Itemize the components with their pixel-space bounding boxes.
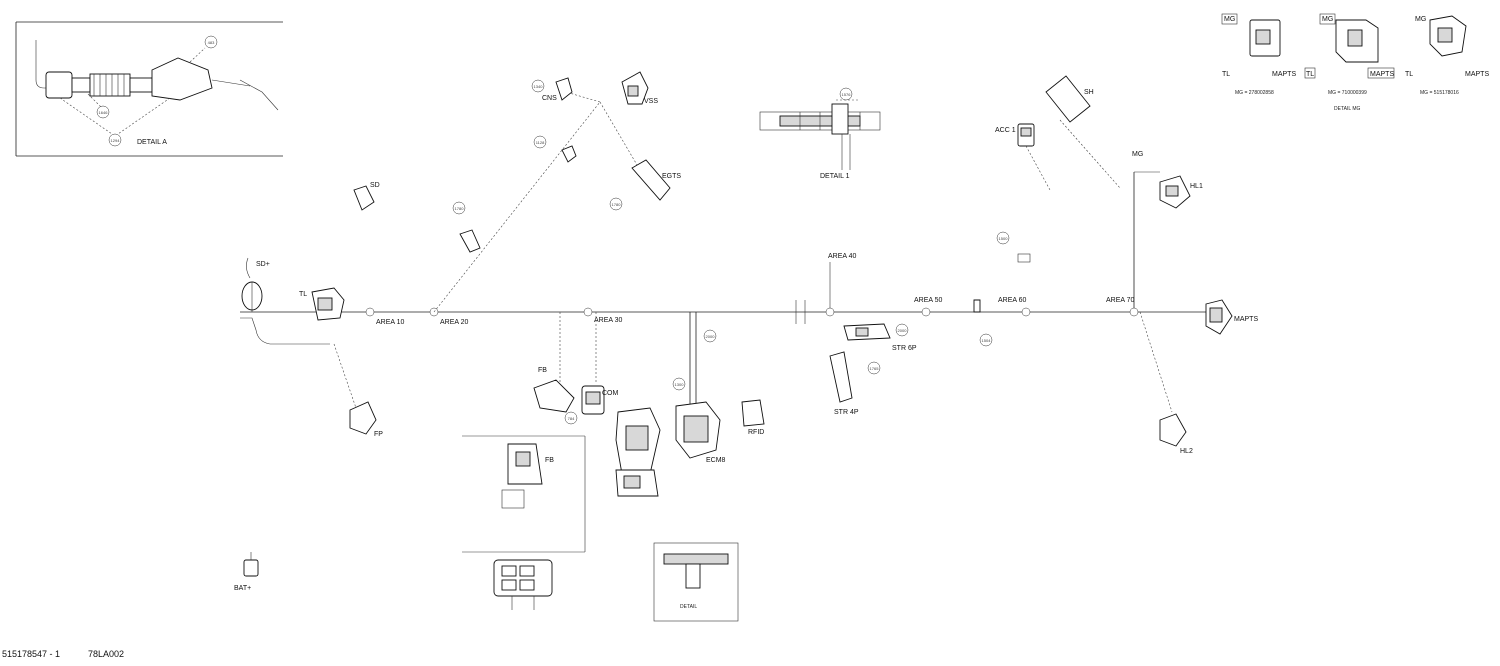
ref-1500: 1500 bbox=[999, 236, 1009, 241]
detail-mg-panel3-top: MG bbox=[1415, 16, 1426, 23]
detail-mg-panel2-top: MG bbox=[1322, 16, 1333, 23]
area-60-label: AREA 60 bbox=[998, 297, 1027, 304]
ref-483: 483 bbox=[208, 40, 215, 45]
connector-sh: SH bbox=[1045, 75, 1121, 189]
area-50-label: AREA 50 bbox=[914, 297, 943, 304]
hl2-label: HL2 bbox=[1180, 448, 1193, 455]
area-70-label: AREA 70 bbox=[1106, 297, 1135, 304]
fp-label: FP bbox=[374, 431, 383, 438]
ref-1504: 1504 bbox=[982, 338, 992, 343]
cns-label: CNS bbox=[542, 95, 557, 102]
inset-fb: FB bbox=[462, 435, 586, 553]
connector-vss: VSS bbox=[621, 71, 658, 105]
connector-sd: SD bbox=[353, 182, 380, 211]
ref-1780b: 1780 bbox=[455, 206, 465, 211]
area-10-label: AREA 10 bbox=[376, 319, 405, 326]
connector-ecm8: 1300 ECM8 bbox=[615, 377, 726, 497]
ref-1780b-group: 1780 bbox=[452, 201, 481, 253]
connector-tl: TL bbox=[299, 287, 345, 321]
connector-str6p: STR 6P 1765 2000 bbox=[843, 323, 917, 375]
connector-com: COM bbox=[581, 312, 619, 415]
ref-1128-group: 1128 bbox=[533, 135, 577, 163]
ref-2000b: 2000 bbox=[898, 328, 908, 333]
detail-mg-caption: DETAIL MG bbox=[1334, 106, 1361, 112]
connector-face bbox=[493, 559, 553, 610]
ecm8-label: ECM8 bbox=[706, 457, 726, 464]
hl1-label: HL1 bbox=[1190, 183, 1203, 190]
rfid-label: RFID bbox=[748, 429, 764, 436]
ref-1294: 1294 bbox=[111, 138, 121, 143]
detail-1: 1576 DETAIL 1 bbox=[759, 87, 881, 180]
str6p-label: STR 6P bbox=[892, 345, 917, 352]
ref-1300: 1300 bbox=[675, 382, 685, 387]
ref-2000: 2000 bbox=[706, 334, 716, 339]
detail-a: 483 1646 1294 DETAIL A bbox=[15, 21, 283, 157]
connector-hl2: HL2 bbox=[1139, 311, 1193, 455]
connector-sd-plus: SD+ bbox=[241, 257, 270, 312]
mg-label: MG bbox=[1132, 151, 1143, 158]
detail-mg-panel2-part: MG = 710000399 bbox=[1328, 90, 1367, 96]
connector-acc1: ACC 1 bbox=[995, 123, 1051, 191]
drawing-code: 78LA002 bbox=[88, 649, 125, 659]
fb-inset-label: FB bbox=[545, 457, 554, 464]
detail-mg-panel2-right: MAPTS bbox=[1370, 71, 1394, 78]
detail-small: DETAIL bbox=[653, 542, 739, 622]
connector-fp: FP bbox=[333, 343, 383, 438]
detail-mg-panel2-left: TL bbox=[1306, 71, 1314, 78]
detail-mg-panel3-part: MG = 515178016 bbox=[1420, 90, 1459, 96]
ref-2000-group: 2000 bbox=[703, 329, 717, 343]
vss-label: VSS bbox=[644, 98, 658, 105]
ref-1765: 1765 bbox=[870, 366, 880, 371]
fb-label: FB bbox=[538, 367, 547, 374]
detail-mg: MG TL MAPTS MG = 278002858 MG TL MAPTS M… bbox=[1221, 13, 1489, 112]
detail-a-caption: DETAIL A bbox=[137, 139, 167, 146]
main-trunk bbox=[240, 171, 1210, 410]
ref-1576: 1576 bbox=[842, 92, 852, 97]
connector-rfid: RFID bbox=[741, 399, 765, 436]
egts-label: EGTS bbox=[662, 173, 681, 180]
acc1-label: ACC 1 bbox=[995, 127, 1016, 134]
connector-hl1: HL1 bbox=[1159, 175, 1203, 209]
ref-1780: 1780 bbox=[612, 202, 622, 207]
ref-1128: 1128 bbox=[536, 140, 545, 145]
connector-cns: 1340 CNS bbox=[531, 77, 573, 102]
branch-upper bbox=[433, 91, 641, 313]
mapts-label: MAPTS bbox=[1234, 316, 1258, 323]
ref-1500-group: 1500 bbox=[996, 231, 1031, 263]
ref-1646: 1646 bbox=[99, 110, 109, 115]
bat-plus-label: BAT+ bbox=[234, 585, 251, 592]
detail-mg-panel3-right: MAPTS bbox=[1465, 71, 1489, 78]
area-20-label: AREA 20 bbox=[440, 319, 469, 326]
area-markers: AREA 10 AREA 20 AREA 30 AREA 40 AREA 50 … bbox=[365, 253, 1139, 326]
sh-label: SH bbox=[1084, 89, 1094, 96]
connector-mapts: MAPTS bbox=[1205, 299, 1258, 335]
connector-bat-plus: BAT+ bbox=[234, 552, 259, 592]
detail-small-caption: DETAIL bbox=[680, 604, 697, 610]
str4p-label: STR 4P bbox=[834, 409, 859, 416]
ref-1504-group: 1504 bbox=[973, 299, 993, 347]
ref-1340: 1340 bbox=[534, 84, 544, 89]
part-number: 515178547 - 1 bbox=[2, 649, 61, 659]
sd-label: SD bbox=[370, 182, 380, 189]
detail-mg-panel3-left: TL bbox=[1405, 71, 1413, 78]
tl-label: TL bbox=[299, 291, 307, 298]
detail-mg-panel1-top: MG bbox=[1224, 16, 1235, 23]
ref-784: 784 bbox=[568, 416, 575, 421]
connector-egts: EGTS 1780 bbox=[609, 159, 681, 211]
area-40-label: AREA 40 bbox=[828, 253, 857, 260]
com-label: COM bbox=[602, 390, 619, 397]
area-30-label: AREA 30 bbox=[594, 317, 623, 324]
detail-mg-panel1-part: MG = 278002858 bbox=[1235, 90, 1274, 96]
junction-mg: MG bbox=[1132, 151, 1143, 158]
sd-plus-label: SD+ bbox=[256, 261, 270, 268]
connector-fb: FB 784 bbox=[533, 312, 578, 425]
detail-mg-panel1-right: MAPTS bbox=[1272, 71, 1296, 78]
connector-str4p: STR 4P bbox=[829, 351, 859, 416]
detail-1-caption: DETAIL 1 bbox=[820, 173, 850, 180]
detail-mg-panel1-left: TL bbox=[1222, 71, 1230, 78]
